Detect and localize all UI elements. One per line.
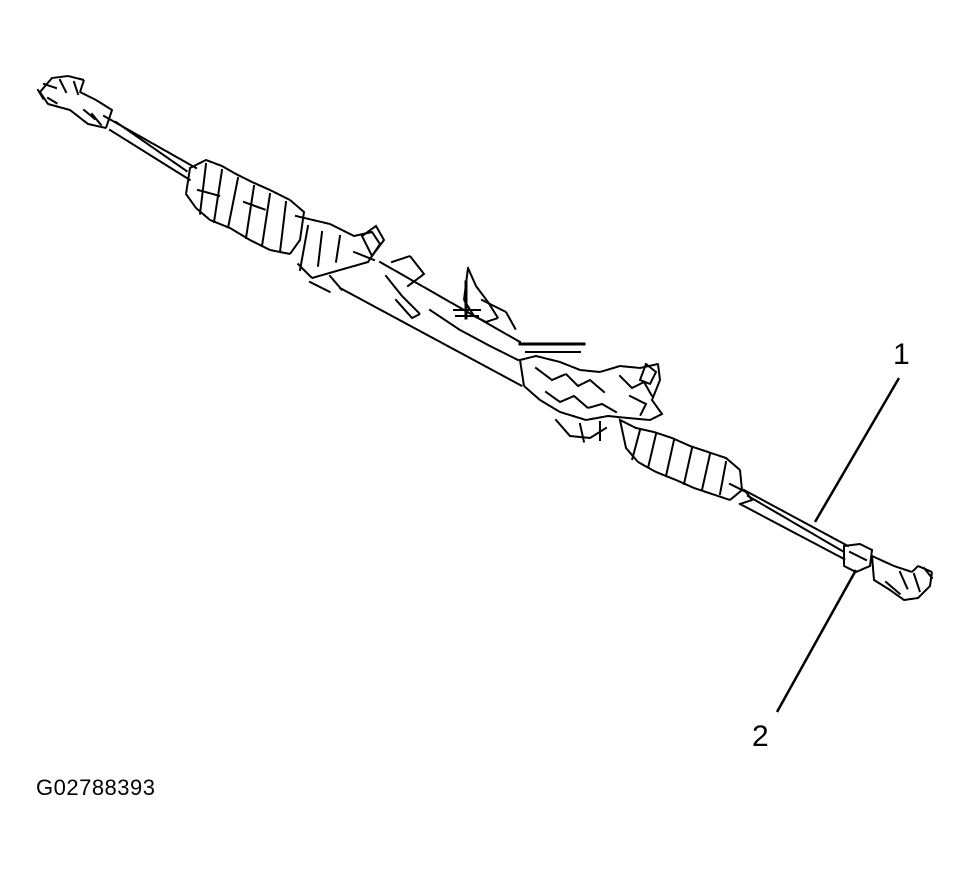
left-boot	[184, 158, 306, 256]
mounting-bracket	[453, 264, 518, 332]
figure-id-label: G02788393	[36, 775, 156, 800]
left-housing-tube	[294, 214, 386, 280]
rack-housing	[308, 254, 524, 388]
left-tie-rod-end	[36, 74, 114, 130]
right-tie-rod-end	[870, 554, 934, 602]
callout-label-2: 2	[752, 720, 769, 753]
leader-line-2	[775, 569, 858, 713]
pinion-valve-housing	[518, 342, 664, 444]
right-inner-tie-rod	[738, 488, 850, 562]
right-boot	[618, 418, 754, 506]
leader-line-1	[813, 377, 901, 523]
callout-label-1: 1	[893, 338, 910, 371]
left-inner-tie-rod	[102, 114, 198, 182]
right-jam-nut	[843, 542, 874, 574]
